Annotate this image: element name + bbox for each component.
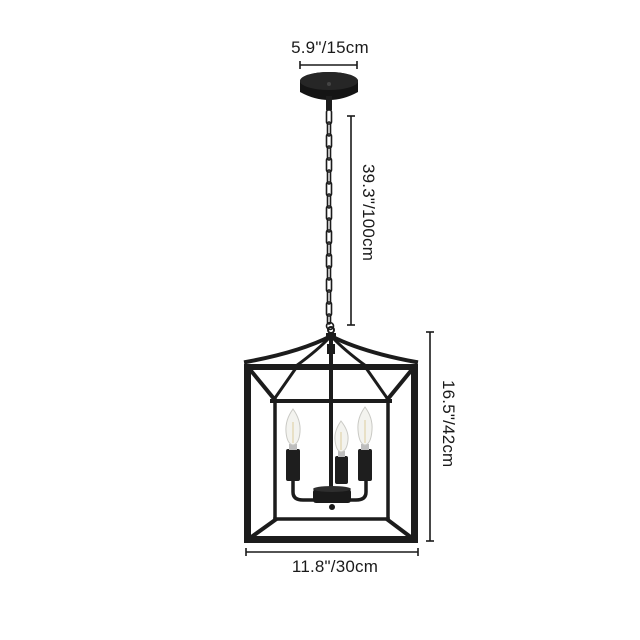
- chain-dimension-line: [347, 115, 355, 326]
- chain-length-label: 39.3"/100cm: [359, 164, 378, 262]
- lantern-cage: [243, 326, 419, 543]
- ceiling-canopy: [300, 72, 358, 110]
- width-dimension-line: [245, 548, 419, 556]
- cage-width-label: 11.8"/30cm: [291, 557, 379, 576]
- cage-height-label: 16.5"/42cm: [439, 380, 458, 468]
- height-dimension-line: [426, 331, 434, 542]
- canopy-diameter-label: 5.9"/15cm: [291, 38, 369, 57]
- candle-cluster: [286, 444, 372, 510]
- candle-bulbs: [285, 406, 373, 453]
- bulb-center: [334, 420, 349, 453]
- hanging-chain: [325, 109, 335, 331]
- canopy-dimension-line: [299, 61, 358, 69]
